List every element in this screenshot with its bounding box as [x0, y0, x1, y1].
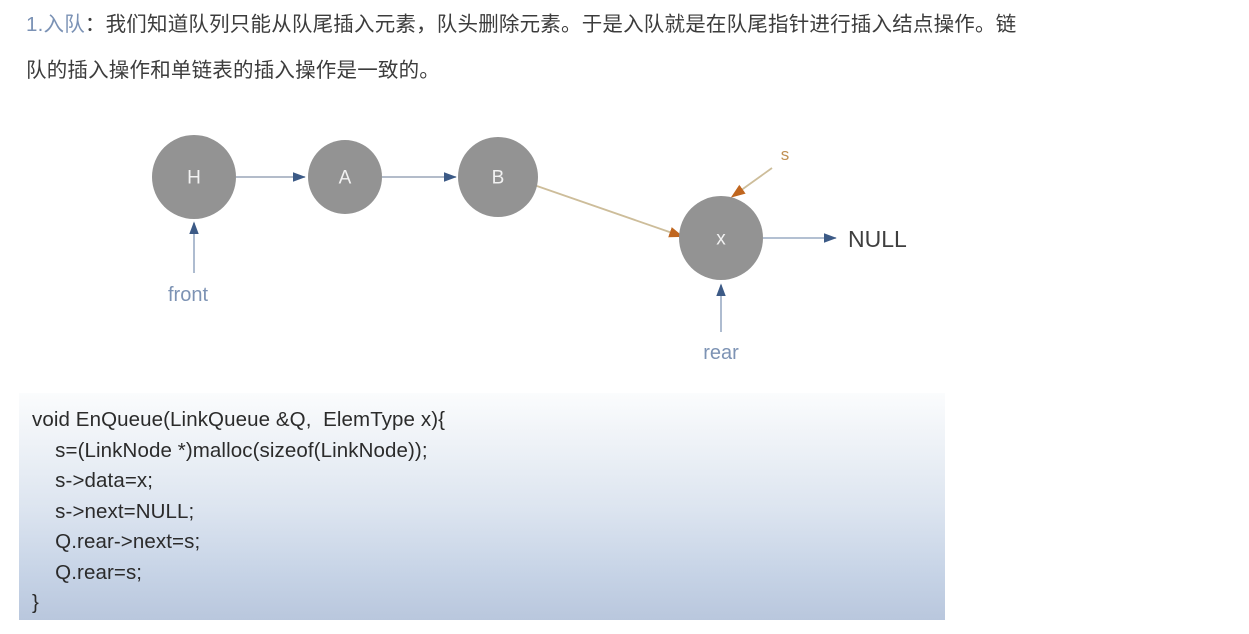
null-terminator-label: NULL [848, 226, 907, 252]
node-b-circle [458, 137, 538, 217]
rear-pointer-label: rear [703, 342, 739, 364]
node-h-circle [152, 135, 236, 219]
node-x-circle [679, 196, 763, 280]
link-b-to-x [533, 184, 684, 238]
node-a-circle [308, 140, 382, 214]
node-a: A [308, 140, 382, 214]
node-a-label: A [339, 168, 352, 189]
explanation-paragraph: 1.入队：我们知道队列只能从队尾插入元素，队头删除元素。于是入队就是在队尾指针进… [26, 2, 1241, 94]
s-pointer-label: s [781, 145, 790, 164]
node-x: x [679, 196, 763, 280]
s-pointer-arrow [730, 167, 773, 198]
paragraph-line-1: 1.入队：我们知道队列只能从队尾插入元素，队头删除元素。于是入队就是在队尾指针进… [26, 2, 1241, 48]
front-pointer-label: front [168, 284, 208, 306]
node-h-label: H [187, 168, 201, 189]
code-line: void EnQueue(LinkQueue &Q, ElemType x){ [32, 408, 446, 431]
code-snippet-block: void EnQueue(LinkQueue &Q, ElemType x){ … [19, 393, 945, 620]
node-b: B [458, 137, 538, 217]
section-heading-label: 1.入队 [26, 13, 85, 36]
code-line: Q.rear=s; [32, 560, 143, 584]
node-x-label: x [716, 229, 726, 250]
code-line: s->data=x; [32, 469, 154, 492]
paragraph-line-2: 队的插入操作和单链表的插入操作是一致的。 [26, 59, 440, 82]
code-line: } [32, 591, 39, 614]
paragraph-line-1-body: ：我们知道队列只能从队尾插入元素，队头删除元素。于是入队就是在队尾指针进行插入结… [84, 13, 1017, 36]
node-h: H [152, 135, 236, 219]
queue-linked-list-diagram: H A B x front rear s NULL [0, 110, 1249, 390]
node-b-label: B [492, 168, 505, 189]
code-line: Q.rear->next=s; [32, 530, 201, 553]
code-line: s=(LinkNode *)malloc(sizeof(LinkNode)); [32, 438, 428, 462]
code-line: s->next=NULL; [32, 499, 195, 523]
